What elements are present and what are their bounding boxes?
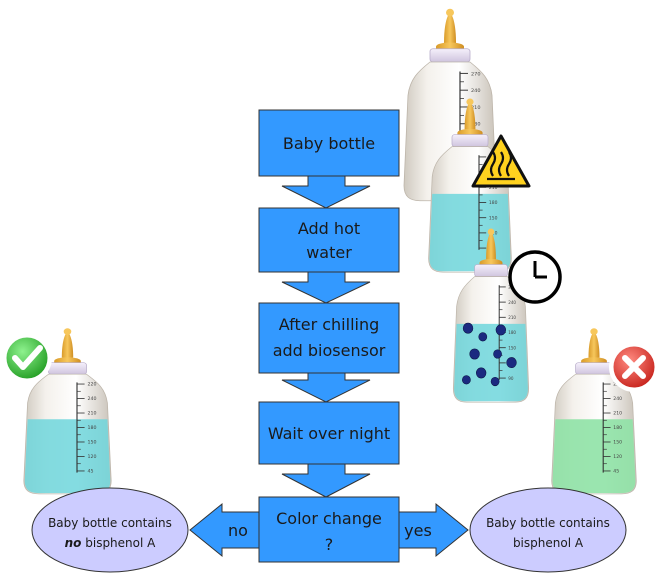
step4-text: Wait over night bbox=[268, 424, 390, 443]
scale-label: 220 bbox=[87, 382, 96, 388]
scale-label: 210 bbox=[508, 315, 516, 320]
arrow-3 bbox=[281, 372, 371, 403]
check-icon bbox=[2, 333, 52, 383]
decision-text-line2: ? bbox=[325, 535, 334, 554]
cross-icon bbox=[609, 342, 659, 392]
yes-label: yes bbox=[404, 521, 432, 540]
arrow-4 bbox=[281, 463, 371, 498]
arrow-1 bbox=[281, 175, 371, 209]
scale-label: 270 bbox=[471, 71, 481, 77]
positive-text-line2: bisphenol A bbox=[513, 536, 584, 550]
scale-label: 150 bbox=[87, 440, 96, 446]
no-label: no bbox=[228, 521, 248, 540]
step2-text-line1: Add hot bbox=[298, 219, 360, 238]
flowchart bbox=[189, 109, 469, 563]
result-positive-ellipse bbox=[469, 487, 627, 573]
step2-text-line2: water bbox=[306, 243, 352, 262]
negative-emphasis: no bbox=[65, 536, 82, 550]
arrow-yes bbox=[398, 502, 469, 558]
decision-color-change bbox=[258, 496, 400, 563]
positive-text-line1: Baby bottle contains bbox=[486, 516, 610, 530]
negative-text-line2: no bisphenol A bbox=[65, 536, 157, 550]
step-add-biosensor bbox=[258, 302, 400, 374]
scale-label: 150 bbox=[613, 440, 622, 446]
scale-label: 210 bbox=[613, 411, 622, 417]
scale-label: 210 bbox=[489, 185, 498, 191]
step-baby-bottle bbox=[258, 109, 400, 177]
scale-label: 240 bbox=[613, 396, 622, 402]
decision-text-line1: Color change bbox=[276, 509, 382, 528]
clock-icon bbox=[508, 250, 562, 304]
result-negative-ellipse bbox=[31, 487, 189, 573]
negative-rest: bisphenol A bbox=[81, 536, 156, 550]
step3-text-line2: add biosensor bbox=[273, 341, 386, 360]
scale-label: 150 bbox=[489, 216, 498, 222]
scale-label: 90 bbox=[508, 376, 514, 381]
scale-label: 240 bbox=[471, 88, 481, 94]
step-wait-over-night bbox=[258, 401, 400, 465]
scale-label: 45 bbox=[613, 469, 619, 475]
scale-label: 150 bbox=[508, 345, 516, 350]
hot-warning-icon bbox=[471, 134, 531, 188]
biosensor-particles bbox=[462, 322, 517, 387]
step1-text: Baby bottle bbox=[283, 134, 375, 153]
bottle-biosensor: 27024021018015012090 bbox=[452, 228, 530, 403]
arrow-no bbox=[189, 502, 260, 558]
scale-label: 180 bbox=[87, 425, 96, 431]
scale-label: 180 bbox=[613, 425, 622, 431]
scale-label: 240 bbox=[508, 300, 516, 305]
step3-text-line1: After chilling bbox=[279, 315, 380, 334]
arrow-2 bbox=[281, 271, 371, 304]
scale-label: 120 bbox=[87, 454, 96, 460]
bottle-result-negative: 220 240 210 180 150 120 45 bbox=[23, 327, 112, 495]
scale-label: 180 bbox=[508, 330, 516, 335]
scale-label: 180 bbox=[489, 200, 498, 206]
negative-text-line1: Baby bottle contains bbox=[48, 516, 172, 530]
scale-label: 210 bbox=[87, 411, 96, 417]
scale-label: 180 bbox=[471, 122, 481, 128]
scale-label: 45 bbox=[87, 469, 93, 475]
scale-label: 120 bbox=[613, 454, 622, 460]
scale-label: 210 bbox=[471, 105, 481, 111]
step-add-hot-water bbox=[258, 207, 400, 273]
scale-label: 240 bbox=[87, 396, 96, 402]
